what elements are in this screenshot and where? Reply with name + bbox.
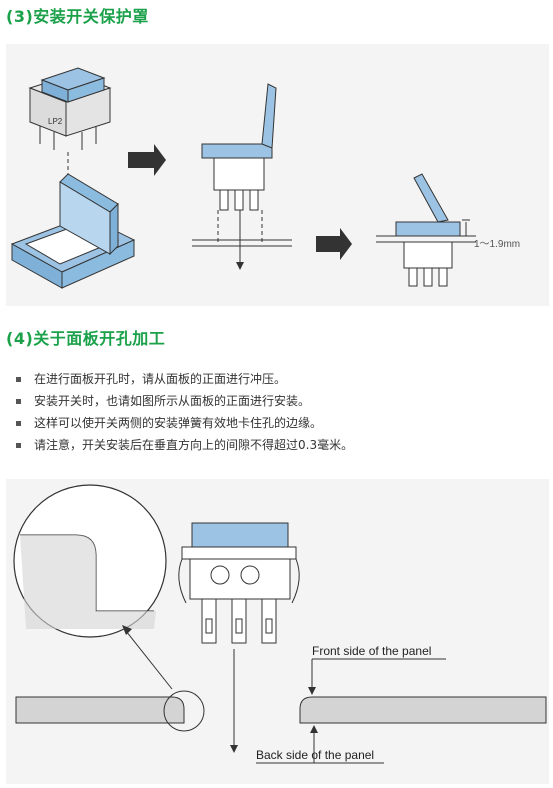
list-item: 这样可以使开关两侧的安装弹簧有效地卡住孔的边缘。 (6, 412, 546, 434)
panel-cross-section (15, 696, 547, 724)
protective-cover (10, 173, 136, 289)
panel-cutout-notes: 在进行面板开孔时，请从面板的正面进行冲压。 安装开关时，也请如图所示从面板的正面… (6, 368, 546, 456)
dimension-label: 1～1.9mm (474, 239, 520, 250)
list-item: 请注意，开关安装后在垂直方向上的间隙不得超过0.3毫米。 (6, 434, 546, 456)
cover-installation-diagram: LP2 (10, 67, 520, 289)
magnified-edge-circle (13, 484, 167, 638)
switch-with-open-cover (201, 83, 277, 211)
list-item: 在进行面板开孔时，请从面板的正面进行冲压。 (6, 368, 546, 390)
process-arrow-2 (316, 228, 352, 260)
switch-front-view (178, 522, 300, 644)
list-item: 安装开关时，也请如图所示从面板的正面进行安装。 (6, 390, 546, 412)
process-arrow-1 (128, 144, 166, 176)
front-side-label: Front side of the panel (312, 644, 431, 658)
panel-cutout-figure: Front side of the panel Back side of the… (6, 479, 549, 784)
section-3-title: (3)安装开关保护罩 (6, 7, 149, 26)
switch-isometric: LP2 (28, 67, 112, 150)
section-4-title: (4)关于面板开孔加工 (6, 329, 166, 348)
switch-label: LP2 (48, 117, 63, 126)
panel-cutout-diagram: Front side of the panel Back side of the… (13, 484, 547, 764)
cover-installation-figure: LP2 (6, 44, 549, 306)
back-side-label: Back side of the panel (256, 748, 374, 762)
installed-switch-with-cover (376, 173, 476, 287)
